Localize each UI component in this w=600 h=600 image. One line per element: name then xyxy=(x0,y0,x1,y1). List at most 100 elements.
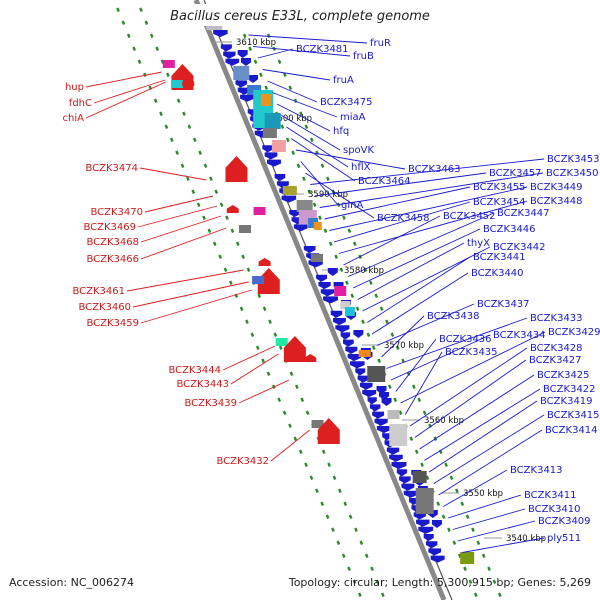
forward-gene-label[interactable]: BCZK3414 xyxy=(545,425,598,436)
reverse-label-connector xyxy=(132,281,249,308)
forward-gene-label[interactable]: BCZK3464 xyxy=(358,176,411,187)
forward-label-connector xyxy=(362,246,491,312)
reverse-gene-label[interactable]: BCZK3461 xyxy=(72,286,125,297)
forward-gene-label[interactable]: BCZK3422 xyxy=(543,384,596,395)
reverse-gene-label[interactable]: BCZK3460 xyxy=(78,302,131,313)
forward-gene-label[interactable]: glnA xyxy=(341,200,363,211)
gene-block xyxy=(344,307,355,316)
forward-gene-label[interactable]: BCZK3457 xyxy=(489,168,542,179)
forward-gene xyxy=(418,526,434,534)
dot-mark-1 xyxy=(343,501,348,506)
forward-gene-label[interactable]: hfq xyxy=(333,126,349,137)
reverse-gene-label[interactable]: BCZK3466 xyxy=(86,254,139,265)
reverse-gene-label[interactable]: BCZK3470 xyxy=(90,207,143,218)
forward-gene-label[interactable]: BCZK3481 xyxy=(296,44,349,55)
dot-mark-0 xyxy=(207,228,212,233)
forward-gene-label[interactable]: BCZK3449 xyxy=(530,182,583,193)
dot-mark-3 xyxy=(283,72,287,77)
forward-gene-label[interactable]: BCZK3441 xyxy=(473,252,526,263)
forward-gene-label[interactable]: BCZK3450 xyxy=(546,168,599,179)
forward-gene-label[interactable]: fruR xyxy=(370,38,391,49)
dot-mark-0 xyxy=(282,410,287,415)
forward-gene-label[interactable]: BCZK3463 xyxy=(408,164,461,175)
gene-labels[interactable]: fruR fruB BCZK3481 fruA BCZK3475 miaA hfq spoVK… xyxy=(63,38,600,544)
dot-mark-0 xyxy=(126,33,131,38)
dot-mark-0 xyxy=(229,280,233,285)
dot-mark-1 xyxy=(209,176,213,181)
map-title: Bacillus cereus E33L, complete genome xyxy=(170,9,430,24)
forward-gene-label[interactable]: BCZK3458 xyxy=(377,213,430,224)
forward-gene-label[interactable]: BCZK3452 xyxy=(443,211,496,222)
forward-gene-label[interactable]: BCZK3413 xyxy=(510,465,563,476)
forward-gene-label[interactable]: BCZK3429 xyxy=(548,327,600,338)
gene-block xyxy=(415,488,434,514)
reverse-gene-label[interactable]: BCZK3443 xyxy=(176,379,229,390)
forward-gene-label[interactable]: miaA xyxy=(340,112,366,123)
forward-gene-label[interactable]: BCZK3434 xyxy=(493,330,546,341)
forward-gene xyxy=(376,426,392,433)
forward-gene-label[interactable]: fruA xyxy=(333,75,354,86)
forward-gene xyxy=(359,382,373,390)
forward-gene-label[interactable]: BCZK3419 xyxy=(540,396,593,407)
reverse-gene-label[interactable]: BCZK3474 xyxy=(85,163,138,174)
reverse-gene-label[interactable]: BCZK3439 xyxy=(184,398,237,409)
dot-mark-2 xyxy=(280,124,285,129)
forward-gene-label[interactable]: thyX xyxy=(467,238,490,249)
forward-gene-label[interactable]: BCZK3455 xyxy=(473,182,526,193)
forward-label-connector xyxy=(443,469,508,507)
forward-gene-label[interactable]: BCZK3442 xyxy=(493,242,546,253)
reverse-gene-label[interactable]: chiA xyxy=(63,113,85,124)
dot-mark-2 xyxy=(296,163,301,168)
forward-gene xyxy=(213,30,228,37)
kbp-tick-label: 3570 kbp xyxy=(384,341,424,351)
forward-gene-label[interactable]: BCZK3428 xyxy=(530,343,583,354)
dot-mark-2 xyxy=(328,241,333,246)
reverse-gene-label[interactable]: BCZK3432 xyxy=(216,456,269,467)
dot-mark-1 xyxy=(203,163,208,168)
forward-gene-label[interactable]: spoVK xyxy=(343,145,375,156)
forward-gene xyxy=(345,346,358,354)
forward-gene-lane2 xyxy=(327,268,338,276)
reverse-gene-label[interactable]: BCZK3459 xyxy=(86,318,139,329)
forward-gene-label[interactable]: BCZK3425 xyxy=(537,370,590,381)
forward-gene-label[interactable]: BCZK3411 xyxy=(524,490,577,501)
forward-gene-label[interactable]: BCZK3448 xyxy=(530,196,583,207)
forward-gene-label[interactable]: hflX xyxy=(351,162,371,173)
forward-gene-label[interactable]: BCZK3435 xyxy=(445,347,498,358)
dot-mark-1 xyxy=(225,215,229,220)
forward-label-connector xyxy=(386,317,528,369)
dot-mark-3 xyxy=(352,241,357,246)
forward-gene-label[interactable]: BCZK3438 xyxy=(427,311,480,322)
forward-gene-label[interactable]: BCZK3440 xyxy=(471,268,524,279)
kbp-tick-label: 3600 kbp xyxy=(272,114,312,124)
reverse-gene-label[interactable]: BCZK3469 xyxy=(83,222,136,233)
forward-gene xyxy=(281,195,297,203)
dot-mark-0 xyxy=(223,267,228,272)
forward-gene-label[interactable]: ply511 xyxy=(547,533,581,544)
forward-gene-label[interactable]: BCZK3433 xyxy=(530,313,583,324)
gene-block xyxy=(262,128,277,138)
reverse-gene xyxy=(317,418,340,444)
forward-gene-label[interactable]: BCZK3447 xyxy=(497,208,550,219)
forward-gene-label[interactable]: BCZK3454 xyxy=(473,197,526,208)
forward-gene-label[interactable]: BCZK3436 xyxy=(439,334,492,345)
forward-gene-label[interactable]: fruB xyxy=(353,51,374,62)
forward-gene-label[interactable]: BCZK3475 xyxy=(320,97,373,108)
forward-gene xyxy=(323,296,338,304)
forward-label-connector xyxy=(452,508,526,530)
forward-gene xyxy=(220,44,232,52)
dot-mark-1 xyxy=(338,488,342,493)
forward-gene-label[interactable]: BCZK3446 xyxy=(483,224,536,235)
reverse-label-connector xyxy=(140,289,252,324)
reverse-gene-label[interactable]: fdhC xyxy=(69,98,92,109)
forward-gene-label[interactable]: BCZK3453 xyxy=(547,154,600,165)
forward-gene-label[interactable]: BCZK3409 xyxy=(538,516,591,527)
forward-gene-label[interactable]: BCZK3427 xyxy=(529,355,582,366)
forward-gene xyxy=(225,58,240,66)
reverse-gene-label[interactable]: BCZK3468 xyxy=(86,237,139,248)
reverse-gene-label[interactable]: hup xyxy=(65,82,84,93)
reverse-gene-label[interactable]: BCZK3444 xyxy=(168,365,221,376)
forward-gene-label[interactable]: BCZK3437 xyxy=(477,299,530,310)
forward-gene-label[interactable]: BCZK3415 xyxy=(547,410,600,421)
forward-gene-label[interactable]: BCZK3410 xyxy=(528,504,581,515)
